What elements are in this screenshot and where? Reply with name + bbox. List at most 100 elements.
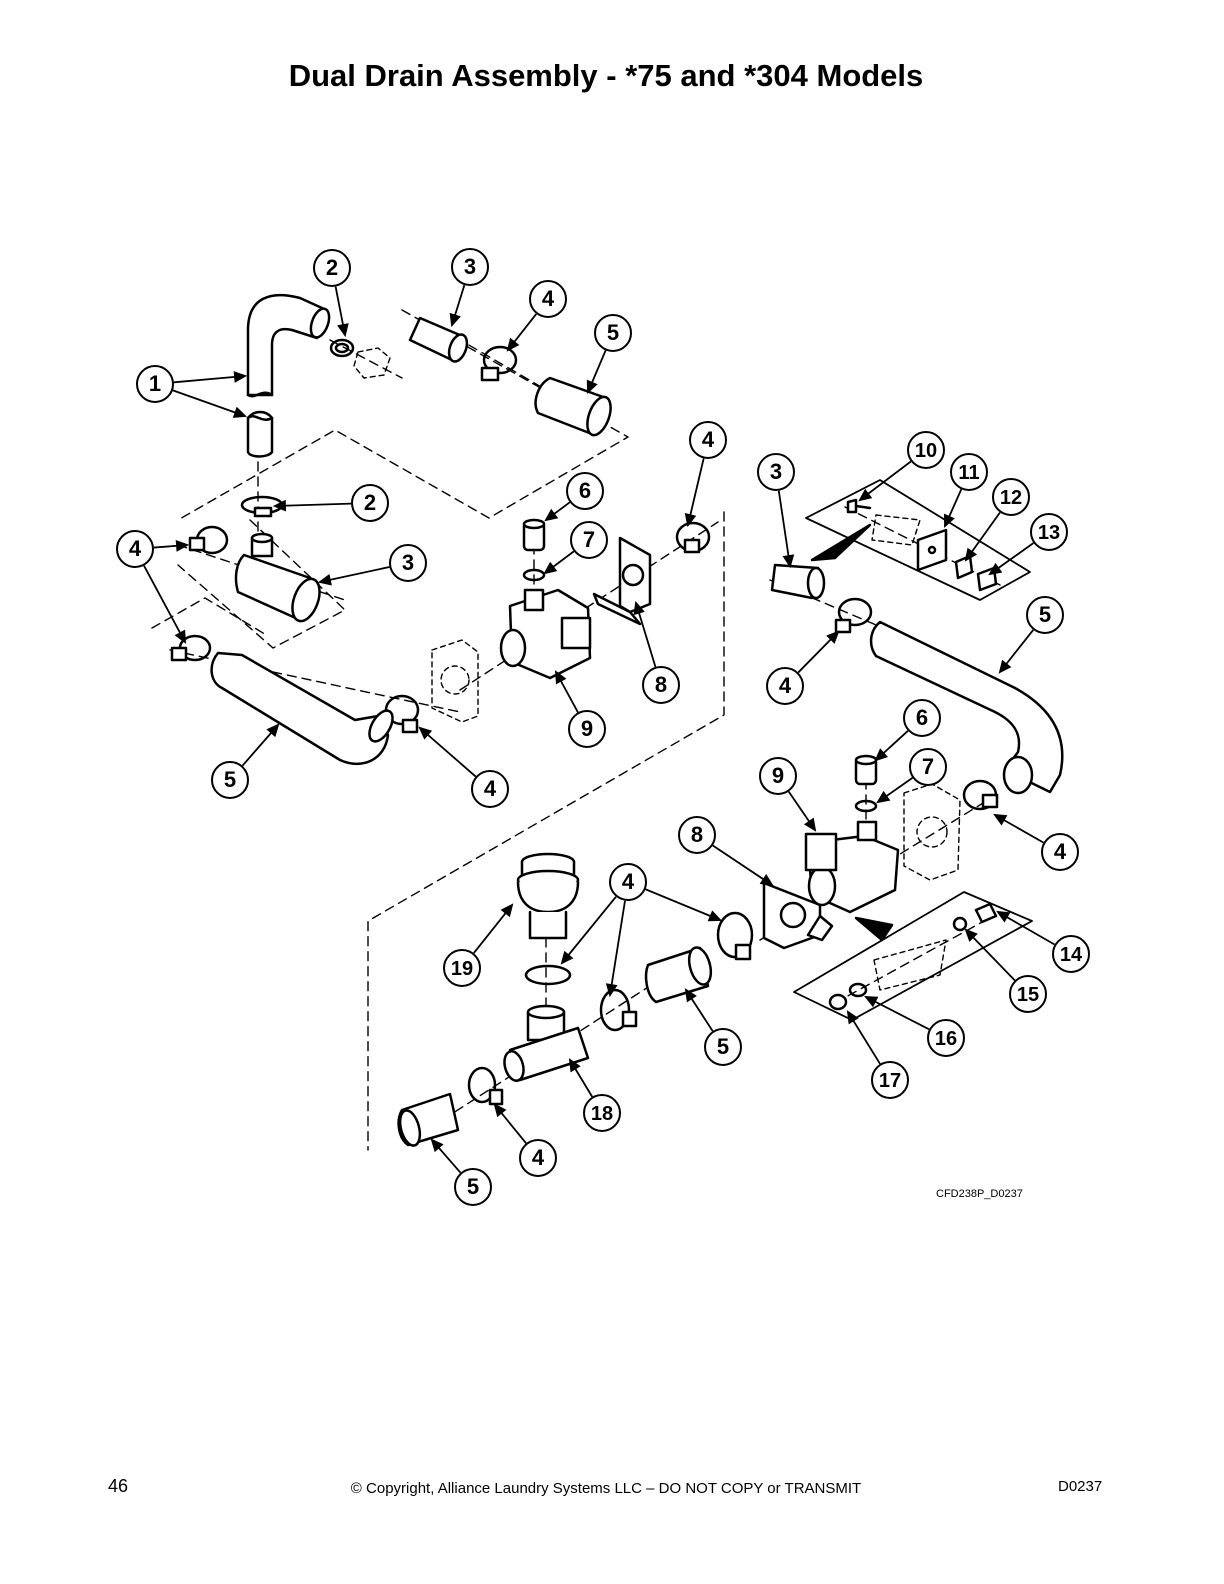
detail-pointer-upper bbox=[810, 523, 872, 562]
part-1-short-tube bbox=[246, 410, 274, 458]
callout-8: 8 bbox=[678, 816, 716, 854]
callout-number: 3 bbox=[464, 254, 476, 279]
callout-circle bbox=[950, 453, 988, 491]
callout-2: 2 bbox=[313, 249, 351, 287]
callout-circle bbox=[471, 770, 509, 808]
callout-number: 4 bbox=[532, 1145, 545, 1170]
callout-number: 7 bbox=[583, 527, 595, 552]
detail-pointer-lower bbox=[854, 916, 894, 942]
leader-arrowhead bbox=[964, 547, 978, 562]
parts-drawing bbox=[151, 293, 1064, 1151]
callout-number: 15 bbox=[1017, 984, 1039, 1006]
leader-arrowhead bbox=[560, 950, 574, 965]
callout-number: 8 bbox=[655, 672, 667, 697]
leader-arrowhead bbox=[493, 1103, 507, 1118]
detail-panel-upper bbox=[805, 479, 1031, 601]
part-19-fitting bbox=[516, 852, 580, 940]
callout-number: 17 bbox=[879, 1070, 901, 1092]
callout-13: 13 bbox=[1030, 513, 1068, 551]
callout-number: 7 bbox=[922, 754, 934, 779]
leader-arrowhead bbox=[430, 1138, 444, 1153]
leader-line bbox=[319, 566, 390, 583]
leader-arrowhead bbox=[232, 406, 248, 418]
leader-arrowhead bbox=[506, 337, 520, 352]
leader-arrowhead bbox=[944, 513, 955, 529]
leader-arrowhead bbox=[876, 790, 891, 804]
leader-arrowhead bbox=[500, 903, 514, 918]
callout-9: 9 bbox=[759, 757, 797, 795]
callout-circle bbox=[451, 248, 489, 286]
callout-circle bbox=[757, 453, 795, 491]
leader-arrowhead bbox=[684, 988, 697, 1003]
callout-circle bbox=[871, 1061, 909, 1099]
leader-line bbox=[687, 458, 705, 526]
callout-3: 3 bbox=[451, 248, 489, 286]
leader-arrowhead bbox=[998, 659, 1012, 674]
callout-circle bbox=[907, 431, 945, 469]
page-title: Dual Drain Assembly - *75 and *304 Model… bbox=[288, 58, 924, 93]
leader-line bbox=[561, 896, 617, 964]
leader-arrowhead bbox=[996, 910, 1011, 923]
assembly-outline-lower bbox=[151, 597, 269, 637]
callout-number: 4 bbox=[622, 869, 635, 894]
leader-arrowhead bbox=[337, 323, 349, 338]
callout-2: 2 bbox=[351, 484, 389, 522]
leader-arrowhead bbox=[759, 874, 774, 887]
part-9-drain-valve bbox=[499, 588, 900, 914]
leader-arrowhead bbox=[858, 488, 873, 502]
leader-line bbox=[777, 490, 791, 567]
callout-circle bbox=[568, 710, 606, 748]
callout-6: 6 bbox=[566, 472, 604, 510]
detail-hardware-lower bbox=[828, 902, 998, 1011]
callout-number: 4 bbox=[129, 536, 142, 561]
callout-circle bbox=[566, 472, 604, 510]
callout-circle bbox=[389, 544, 427, 582]
leader-arrowhead bbox=[993, 813, 1008, 826]
leader-arrowhead bbox=[544, 508, 559, 522]
callout-5: 5 bbox=[1026, 596, 1064, 634]
callout-number: 5 bbox=[1039, 602, 1051, 627]
callout-circle bbox=[909, 748, 947, 786]
callout-number: 4 bbox=[484, 776, 497, 801]
callout-12: 12 bbox=[992, 478, 1030, 516]
callout-number: 3 bbox=[402, 550, 414, 575]
assembly-outline-right bbox=[367, 511, 725, 1151]
leader-arrowhead bbox=[846, 1010, 859, 1025]
callout-circle bbox=[903, 699, 941, 737]
leader-arrowhead bbox=[782, 554, 795, 569]
callout-4: 4 bbox=[529, 280, 567, 318]
leader-line bbox=[274, 502, 352, 507]
callout-number: 6 bbox=[916, 705, 928, 730]
leader-line bbox=[712, 844, 773, 886]
leader-arrowhead bbox=[449, 312, 461, 328]
callout-number: 16 bbox=[935, 1028, 957, 1050]
callout-number: 2 bbox=[326, 255, 338, 280]
leader-arrowhead bbox=[707, 910, 723, 922]
callout-circle bbox=[759, 757, 797, 795]
leader-arrowhead bbox=[418, 726, 433, 740]
leader-arrowhead bbox=[233, 371, 248, 383]
callout-5: 5 bbox=[704, 1028, 742, 1066]
callout-circle bbox=[1030, 513, 1068, 551]
callout-4: 4 bbox=[519, 1139, 557, 1177]
leader-arrowhead bbox=[803, 817, 817, 832]
callout-7: 7 bbox=[909, 748, 947, 786]
callout-3: 3 bbox=[757, 453, 795, 491]
callout-number: 11 bbox=[958, 462, 979, 484]
callout-number: 18 bbox=[591, 1103, 613, 1125]
leader-arrowhead bbox=[864, 995, 879, 1008]
callout-number: 4 bbox=[542, 286, 555, 311]
leader-arrowhead bbox=[633, 600, 645, 616]
leader-arrowhead bbox=[272, 499, 287, 512]
callout-7: 7 bbox=[570, 521, 608, 559]
callout-number: 5 bbox=[224, 767, 236, 792]
clamp-2-top bbox=[329, 338, 355, 358]
leader-lines bbox=[143, 284, 1055, 1174]
callout-10: 10 bbox=[907, 431, 945, 469]
assembly-outline-middle bbox=[177, 519, 346, 649]
leader-line bbox=[865, 996, 930, 1031]
callout-balloons: 1223334444444455555667788991011121314151… bbox=[116, 248, 1090, 1206]
callout-number: 9 bbox=[772, 763, 784, 788]
callout-circle bbox=[927, 1019, 965, 1057]
callout-1: 1 bbox=[136, 365, 174, 403]
